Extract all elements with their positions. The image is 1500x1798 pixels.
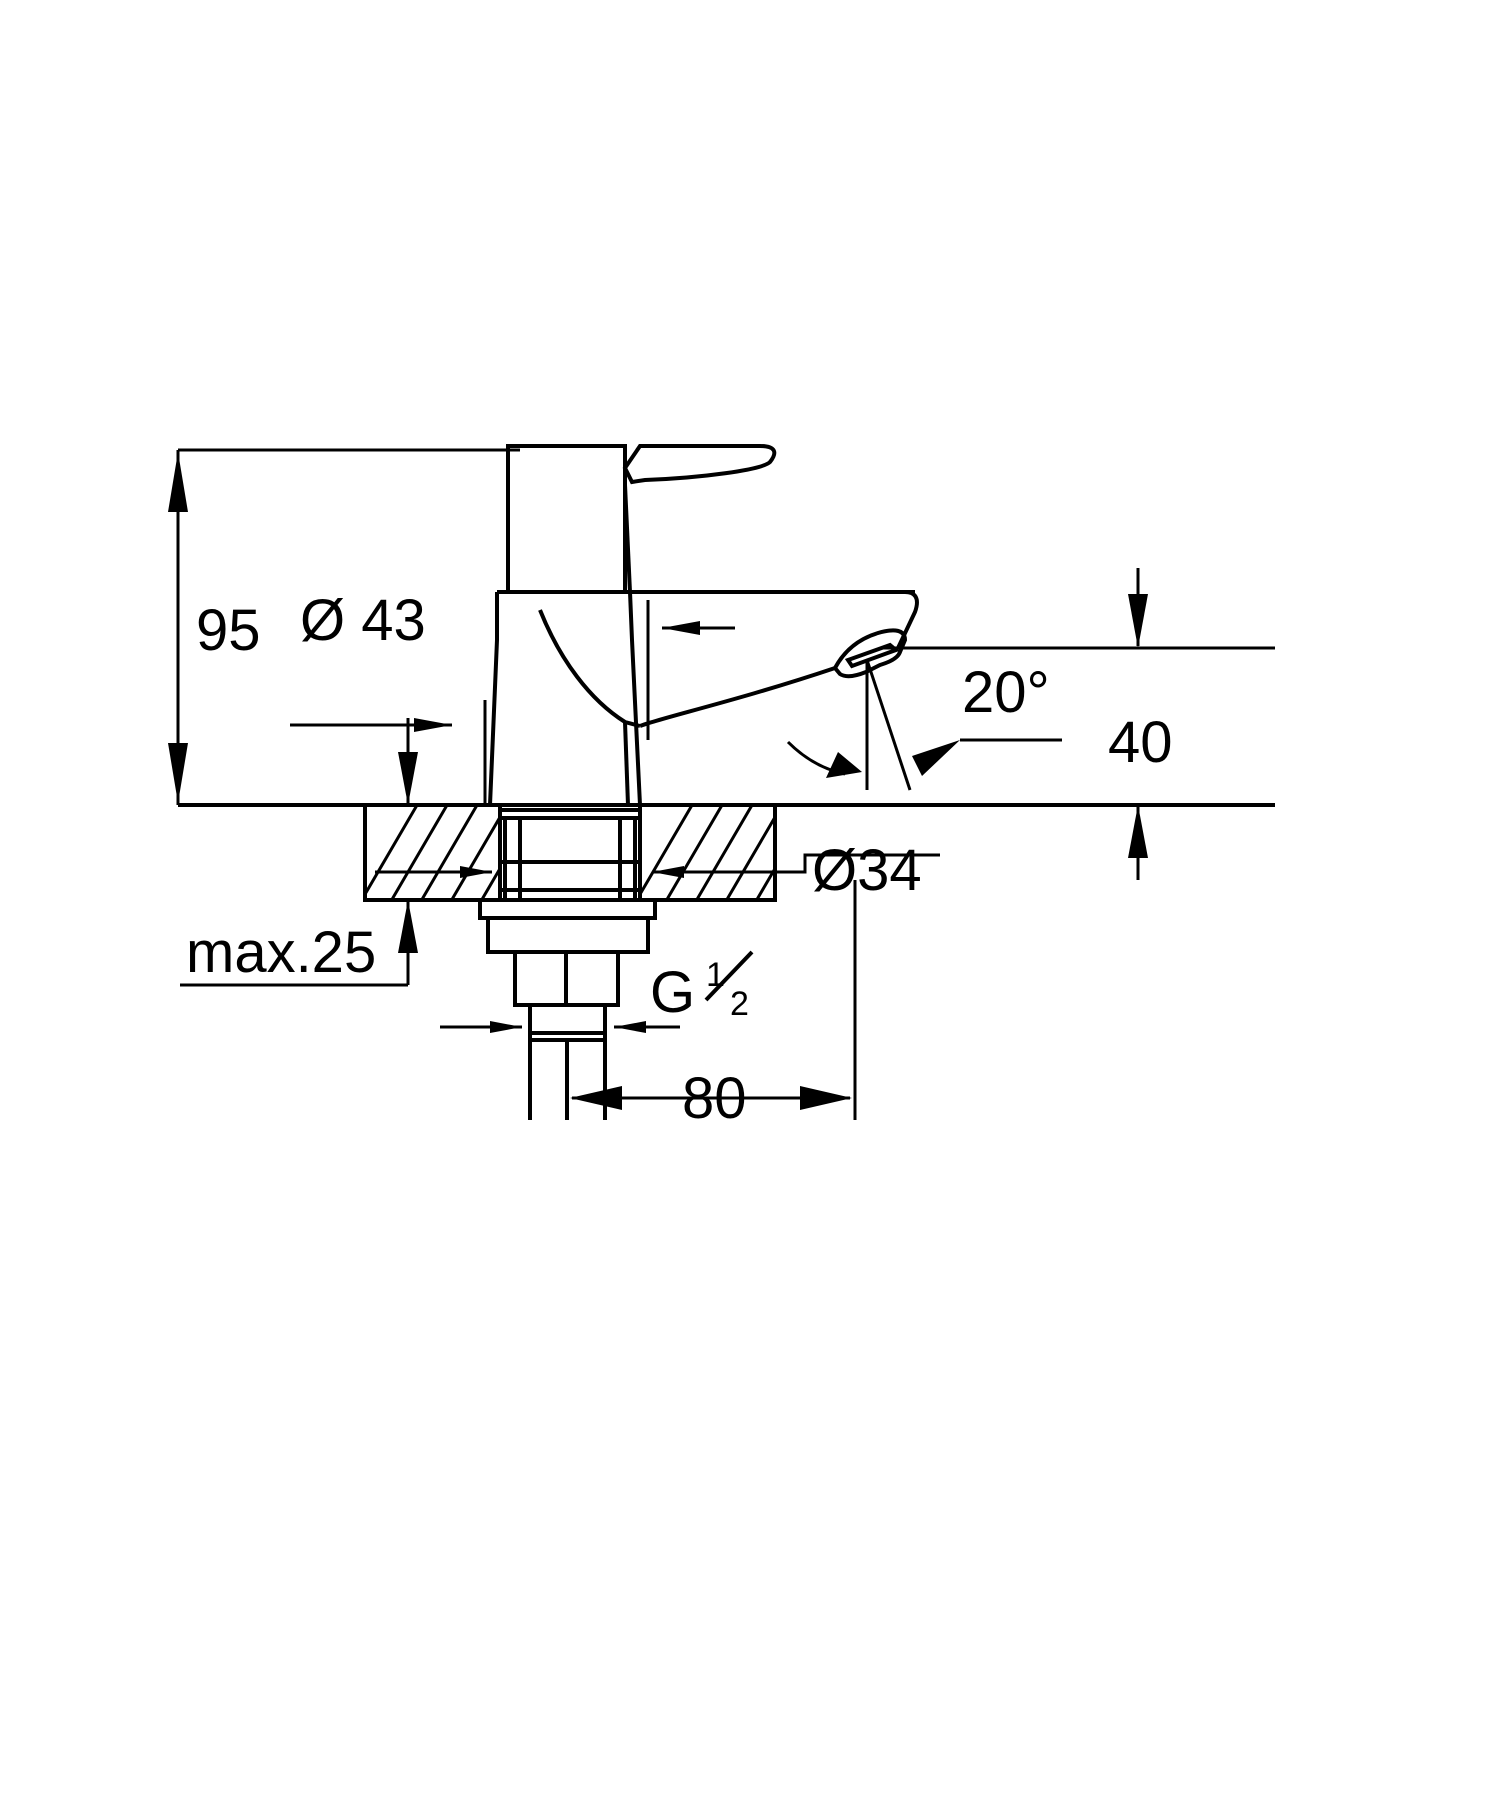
dimension-label-95: 95 [196,598,261,663]
dimension-height-95: 95 [168,448,520,805]
dimension-label-max-25: max.25 [186,920,376,985]
dimension-label-angle-20: 20° [962,660,1050,725]
faucet-body [488,444,919,806]
dimension-label-40: 40 [1108,710,1173,775]
dimension-diameter-34: Ø34 [375,838,940,903]
dimension-diameter-43-inner-arrow [646,600,735,740]
dimension-diameter-43: Ø 43 [290,588,487,805]
thread-label-denominator: 2 [730,985,749,1023]
thread-label-G: G [650,960,695,1025]
dimension-max-25: max.25 [180,718,418,987]
callout-thread-g-half: G 1 2 [440,950,754,1033]
dimension-length-80: 80 [565,880,857,1131]
dimension-label-80: 80 [682,1066,747,1131]
dimension-projection-40: 40 [880,568,1275,880]
mounting-shank [498,808,642,900]
dimension-label-diameter-34: Ø34 [812,838,922,903]
dimension-angle-20: 20° [786,659,1062,791]
dimension-label-diameter-43: Ø 43 [300,588,426,653]
